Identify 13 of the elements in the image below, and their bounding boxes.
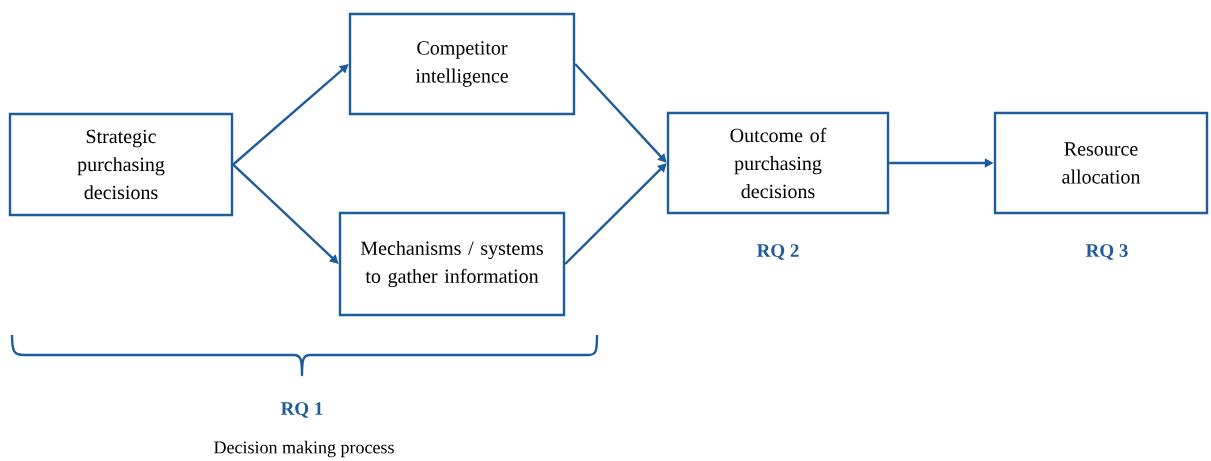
research-question-label: RQ 2 (756, 244, 799, 260)
arrow (232, 64, 349, 166)
arrow (564, 163, 667, 265)
process-box: Strategic purchasing decisions (8, 112, 234, 217)
research-question-label: RQ 1 (280, 402, 323, 418)
caption-text: Decision making process (214, 440, 394, 458)
process-box: Resource allocation (993, 111, 1209, 215)
research-question-label: RQ 3 (1085, 244, 1128, 260)
arrow (574, 63, 667, 163)
arrow (232, 163, 339, 264)
process-box: Competitor intelligence (348, 12, 576, 116)
process-box: Mechanisms / systems to gather information (338, 211, 566, 317)
process-box: Outcome of purchasing decisions (666, 111, 890, 215)
